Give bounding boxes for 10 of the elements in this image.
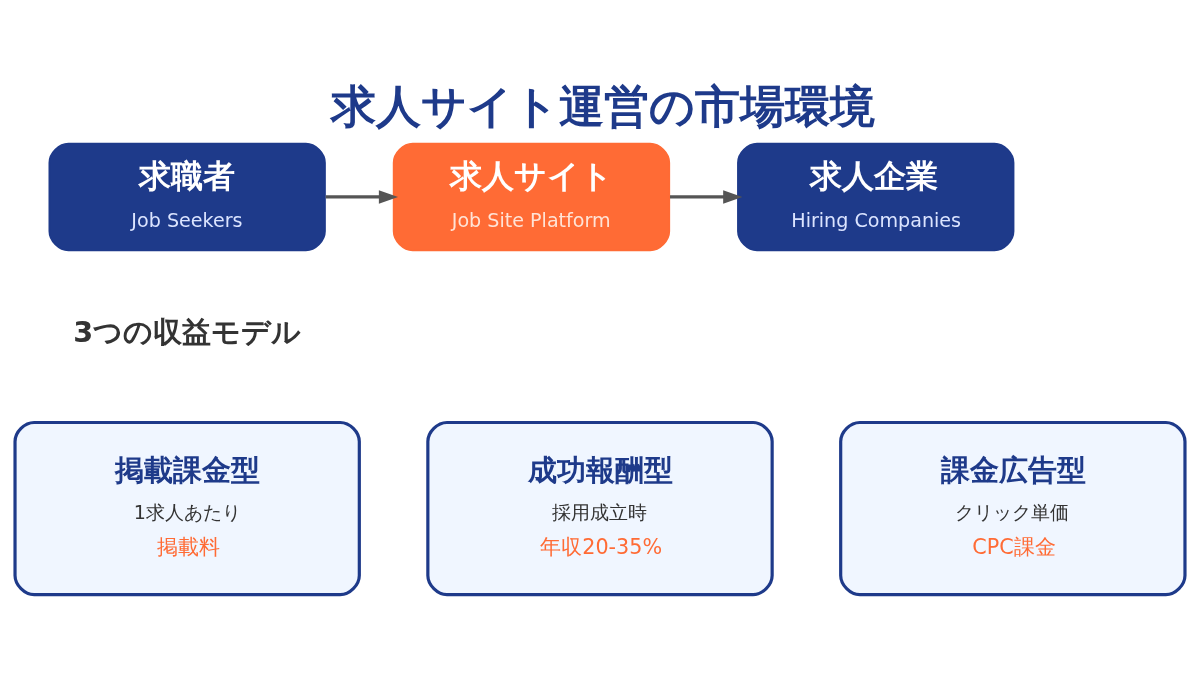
- node-box: 成功報酬型 採用成立時 年収20-35%: [426, 420, 774, 596]
- node-box: 掲載課金型 1求人あたり 掲載料: [13, 420, 361, 596]
- node-box: 求人サイト Job Site Platform: [392, 142, 671, 251]
- arrow: [670, 189, 743, 204]
- node-box: 課金広告型 クリック単価 CPC課金: [839, 420, 1187, 596]
- arrow: [325, 189, 399, 204]
- node-box: 求人企業 Hiring Companies: [737, 142, 1015, 251]
- diagram-title: 求人サイト運営の市場環境: [331, 80, 876, 133]
- node-box: 求職者 Job Seekers: [48, 142, 326, 251]
- label: 3つの収益モデル: [73, 314, 302, 349]
